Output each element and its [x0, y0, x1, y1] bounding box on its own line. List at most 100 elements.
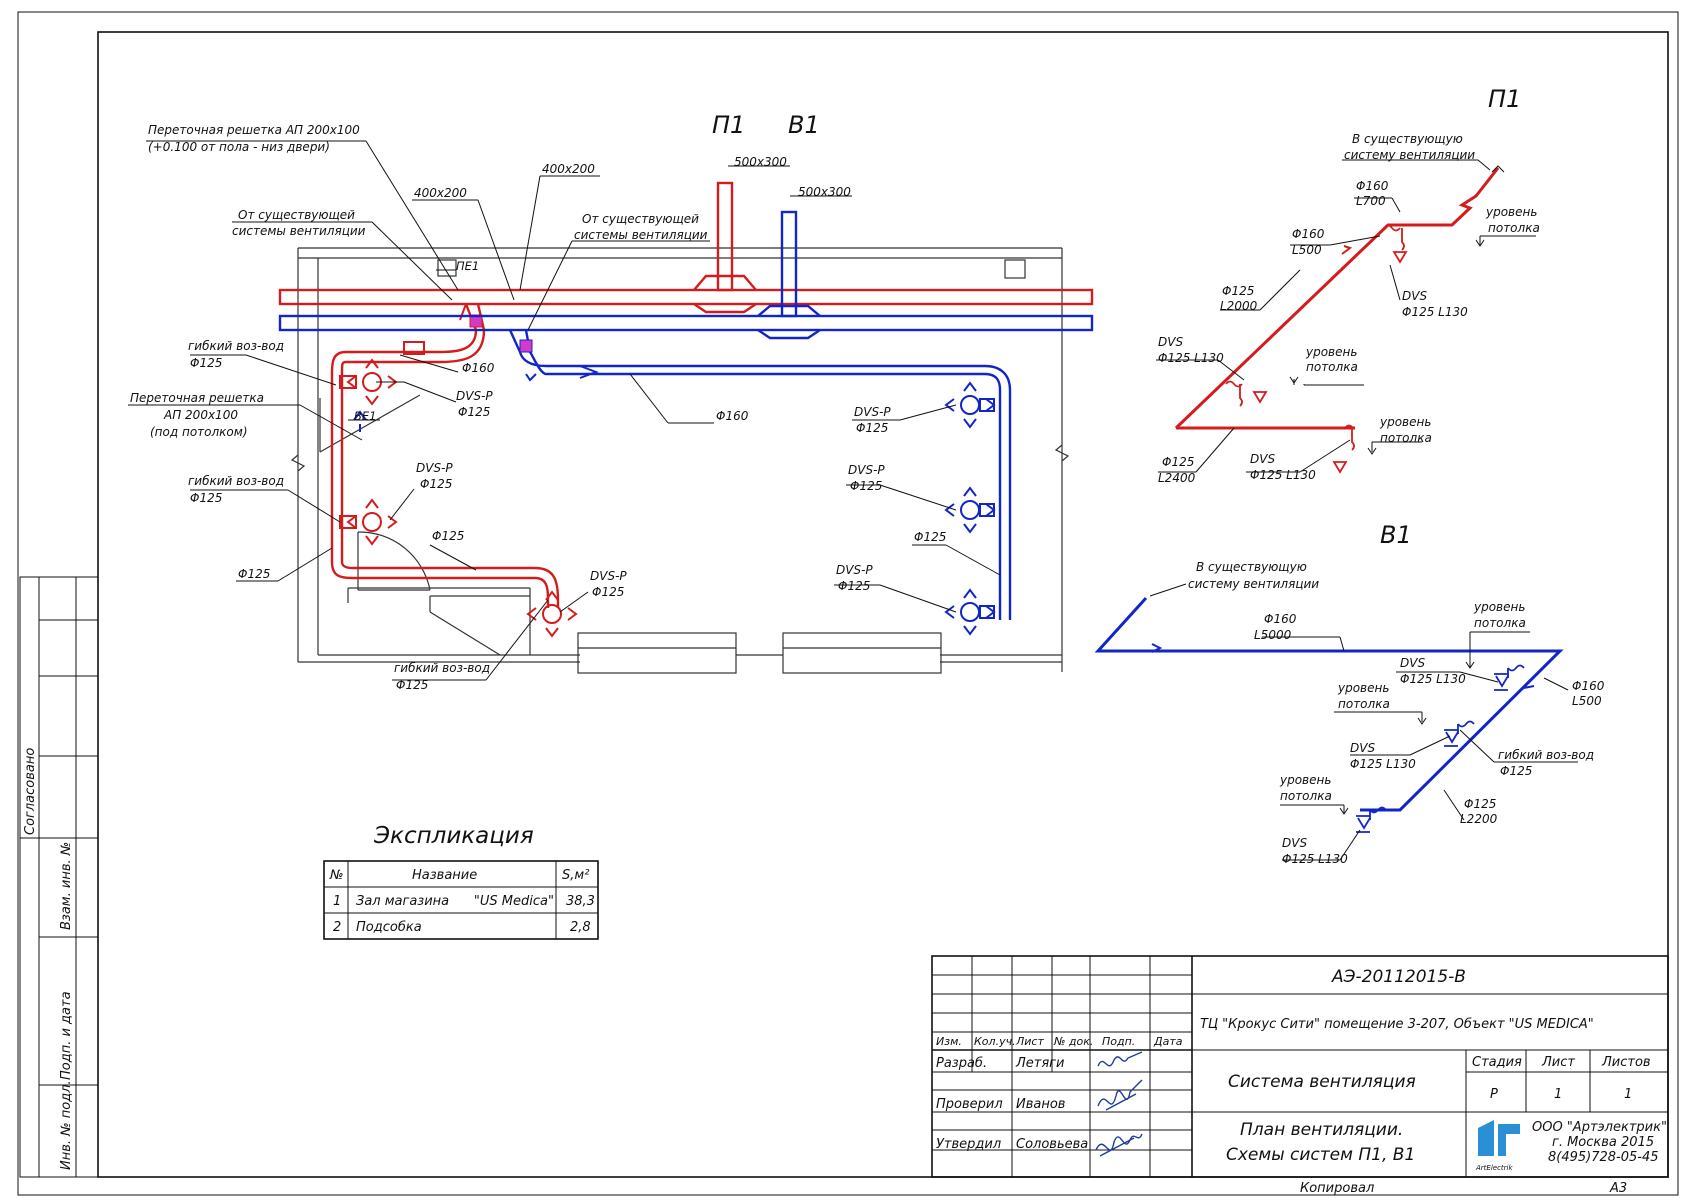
v1-d160-l5000-diameter: Φ160	[1264, 612, 1297, 626]
dvsp-b1-label: DVS-P	[854, 405, 891, 419]
v1-dvs3-size: Φ125 L130	[1282, 852, 1348, 866]
p1-dvs2-size: Φ125 L130	[1158, 351, 1224, 365]
dvsp3-label: DVS-P	[590, 569, 627, 583]
stage-value: Р	[1490, 1087, 1498, 1102]
p1-dvs3-size: Φ125 L130	[1250, 468, 1316, 482]
flex2-label: гибкий воз-вод	[188, 474, 284, 488]
v1-dvs2-size: Φ125 L130	[1350, 757, 1416, 771]
flex3-label: гибкий воз-вод	[394, 661, 490, 675]
sheets-label: Листов	[1601, 1055, 1651, 1070]
format-label: А3	[1609, 1181, 1627, 1196]
dvsp-b2-label: DVS-P	[848, 463, 885, 477]
size-500x300-a: 500x300	[734, 155, 787, 169]
dvsp1-label: DVS-P	[456, 389, 493, 403]
v1-level2-line2: потолка	[1338, 697, 1390, 711]
scheme-v1-title: В1	[1380, 521, 1412, 549]
title-block: Изм. Кол.уч. Лист № док. Подп. Дата Разр…	[931, 955, 1669, 1196]
exchange-inv-label: Взам. инв. №	[59, 842, 74, 930]
p1-level1-line2: потолка	[1488, 221, 1540, 235]
dvsp2-diameter: Φ125	[420, 477, 452, 491]
supply-ductwork	[278, 181, 1094, 638]
exp-row2-area: 2,8	[570, 920, 591, 935]
flex3-diameter: Φ125	[396, 678, 428, 692]
role-checker: Проверил	[936, 1097, 1003, 1112]
explication-table: Экспликация № Название S,м² 1 Зал магази…	[323, 823, 599, 940]
v1-level3-line1: уровень	[1279, 773, 1331, 787]
plan-leaders	[128, 140, 1001, 681]
plan-labels: П1 В1 Переточная решетка АП 200x100 (+0.…	[130, 111, 946, 692]
system-name: Система вентиляция	[1228, 1072, 1416, 1092]
p1-into-existing-line2: систему вентиляции	[1344, 148, 1475, 162]
sheet-label: Лист	[1541, 1055, 1575, 1070]
grille-ceil-size: АП 200x100	[163, 408, 238, 422]
company-city: г. Москва 2015	[1552, 1135, 1654, 1150]
dvsp-b2-diameter: Φ125	[850, 479, 882, 493]
floor-plan-walls	[290, 247, 1070, 674]
p1-level2-line1: уровень	[1305, 345, 1357, 359]
p1-d160-l500-length: L500	[1292, 243, 1322, 257]
company-name: ООО "Артэлектрик"	[1532, 1120, 1667, 1135]
sheet-title-line1: План вентиляции.	[1240, 1120, 1403, 1140]
object-name: ТЦ "Крокус Сити" помещение 3-207, Объект…	[1200, 1017, 1594, 1032]
grille-ceil-note: (под потолком)	[150, 425, 248, 439]
exp-row1-name: Зал магазина "US Medica"	[356, 894, 554, 909]
inv-no-label: Инв. № подл.	[59, 1080, 74, 1170]
sheet-value: 1	[1554, 1087, 1562, 1102]
p1-level1-line1: уровень	[1485, 205, 1537, 219]
exp-row2-no: 2	[333, 920, 341, 935]
dvsp-b3-diameter: Φ125	[838, 579, 870, 593]
agreed-label: Согласовано	[23, 748, 38, 835]
exp-row1-no: 1	[333, 894, 341, 909]
dvsp2-label: DVS-P	[416, 461, 453, 475]
v1-flex-diameter: Φ125	[1500, 764, 1532, 778]
phi160-blue-label: Φ160	[716, 409, 749, 423]
flex1-diameter: Φ125	[190, 356, 222, 370]
role-developer: Разраб.	[936, 1056, 987, 1071]
grille-door-note: (+0.100 от пола - низ двери)	[148, 140, 330, 154]
v1-level1-line2: потолка	[1474, 616, 1526, 630]
copied-label: Копировал	[1300, 1181, 1374, 1196]
col-header-sign: Подп.	[1102, 1035, 1135, 1048]
role-approver: Утвердил	[936, 1137, 1001, 1152]
flex1-label: гибкий воз-вод	[188, 339, 284, 353]
explication-title: Экспликация	[373, 823, 534, 849]
grille-ceil-label: Переточная решетка	[130, 391, 264, 405]
name-developer: Летяги	[1015, 1056, 1064, 1071]
p1-dvs3-label: DVS	[1250, 452, 1275, 466]
scheme-p1-title: П1	[1488, 85, 1521, 113]
col-header-date: Дата	[1153, 1035, 1183, 1048]
p1-d160-l500-diameter: Φ160	[1292, 227, 1325, 241]
name-checker: Иванов	[1016, 1097, 1065, 1112]
v1-into-existing-line1: В существующую	[1196, 560, 1307, 574]
p1-level3-line1: уровень	[1379, 415, 1431, 429]
plan-title-p1: П1	[712, 111, 745, 139]
p1-d160-l700-length: L700	[1356, 194, 1386, 208]
v1-d125-l2200-length: L2200	[1460, 812, 1498, 826]
logo-text: ArtElectrik	[1475, 1164, 1514, 1172]
v1-into-existing-line2: систему вентиляции	[1188, 577, 1319, 591]
from-existing-a-line1: От существующей	[238, 208, 355, 222]
company-logo: ArtElectrik	[1474, 1118, 1526, 1172]
v1-flex-label: гибкий воз-вод	[1498, 748, 1594, 762]
name-approver: Соловьева	[1016, 1137, 1088, 1152]
p1-d125-l2400-diameter: Φ125	[1162, 455, 1194, 469]
p1-d160-l700-diameter: Φ160	[1356, 179, 1389, 193]
sheet-title-line2: Схемы систем П1, В1	[1226, 1145, 1415, 1165]
col-header-list: Лист	[1015, 1035, 1044, 1048]
exp-header-no: №	[329, 868, 344, 883]
p1-d125-l2400-length: L2400	[1158, 471, 1196, 485]
side-stamp: Согласовано Взам. инв. № Подп. и дата Ин…	[23, 748, 74, 1170]
be1-label: ВЕ1	[354, 409, 376, 423]
grille-door-label: Переточная решетка АП 200x100	[148, 123, 360, 137]
flex2-diameter: Φ125	[190, 491, 222, 505]
phi125-left-label: Φ125	[238, 567, 270, 581]
phi125-mid-label: Φ125	[432, 529, 464, 543]
scheme-p1: П1 В существующую систему вентиляции Φ16…	[1156, 85, 1540, 485]
from-existing-a-line2: системы вентиляции	[232, 224, 366, 238]
dvsp-b3-label: DVS-P	[836, 563, 873, 577]
dvsp1-diameter: Φ125	[458, 405, 490, 419]
exp-row1-area: 38,3	[566, 894, 595, 909]
size-500x300-b: 500x300	[798, 185, 851, 199]
size-400x200-a: 400x200	[414, 186, 467, 200]
p1-into-existing-line1: В существующую	[1352, 132, 1463, 146]
